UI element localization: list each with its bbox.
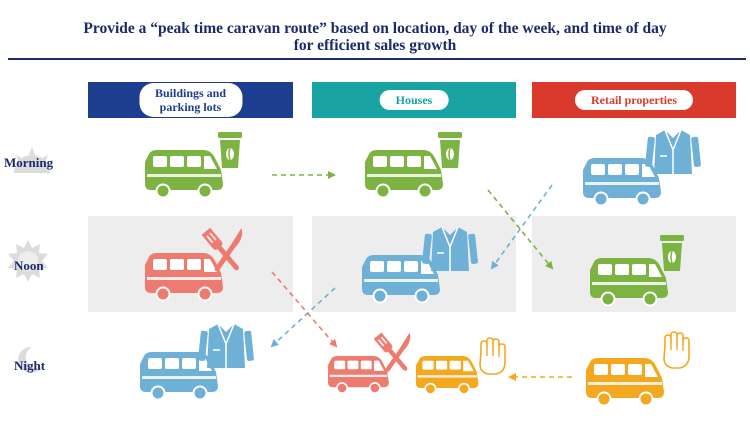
column-label-line-1: Buildings and: [154, 86, 227, 100]
row-label-night: Night: [14, 358, 46, 373]
moon-icon: [18, 346, 42, 373]
column-label-line-2: parking lots: [159, 100, 222, 114]
sun-icon: [14, 147, 50, 173]
coffee-cup-icon: [217, 131, 243, 169]
route-arrow: [490, 184, 553, 270]
column-label-retail: Retail properties: [574, 90, 694, 110]
page-title: Provide a “peak time caravan route” base…: [0, 20, 750, 54]
column-header-buildings: Buildings and parking lots: [88, 82, 293, 118]
column-header-houses: Houses: [312, 82, 516, 118]
hand-icon: [479, 337, 506, 375]
van-icon: [365, 150, 443, 199]
van-icon: [416, 356, 479, 395]
title-divider: [8, 58, 746, 60]
row-label-noon: Noon: [14, 258, 44, 273]
title-line-2: for efficient sales growth: [293, 37, 457, 54]
van-icon: [140, 352, 218, 401]
route-arrow: [270, 287, 336, 348]
coffee-cup-icon: [659, 234, 685, 272]
route-arrow: [487, 189, 554, 270]
hand-icon: [663, 331, 690, 369]
column-header-retail: Retail properties: [532, 82, 736, 118]
route-arrow: [271, 271, 338, 348]
van-icon: [328, 356, 389, 394]
column-label-buildings: Buildings and parking lots: [138, 83, 243, 117]
coffee-cup-icon: [437, 131, 463, 169]
van-icon: [586, 358, 664, 407]
van-icon: [590, 258, 668, 307]
column-label-houses: Houses: [379, 90, 449, 110]
sun-icon: [8, 240, 48, 282]
row-label-morning: Morning: [4, 155, 54, 170]
van-icon: [145, 150, 223, 199]
title-line-1: Provide a “peak time caravan route” base…: [83, 20, 667, 37]
van-icon: [145, 253, 223, 302]
